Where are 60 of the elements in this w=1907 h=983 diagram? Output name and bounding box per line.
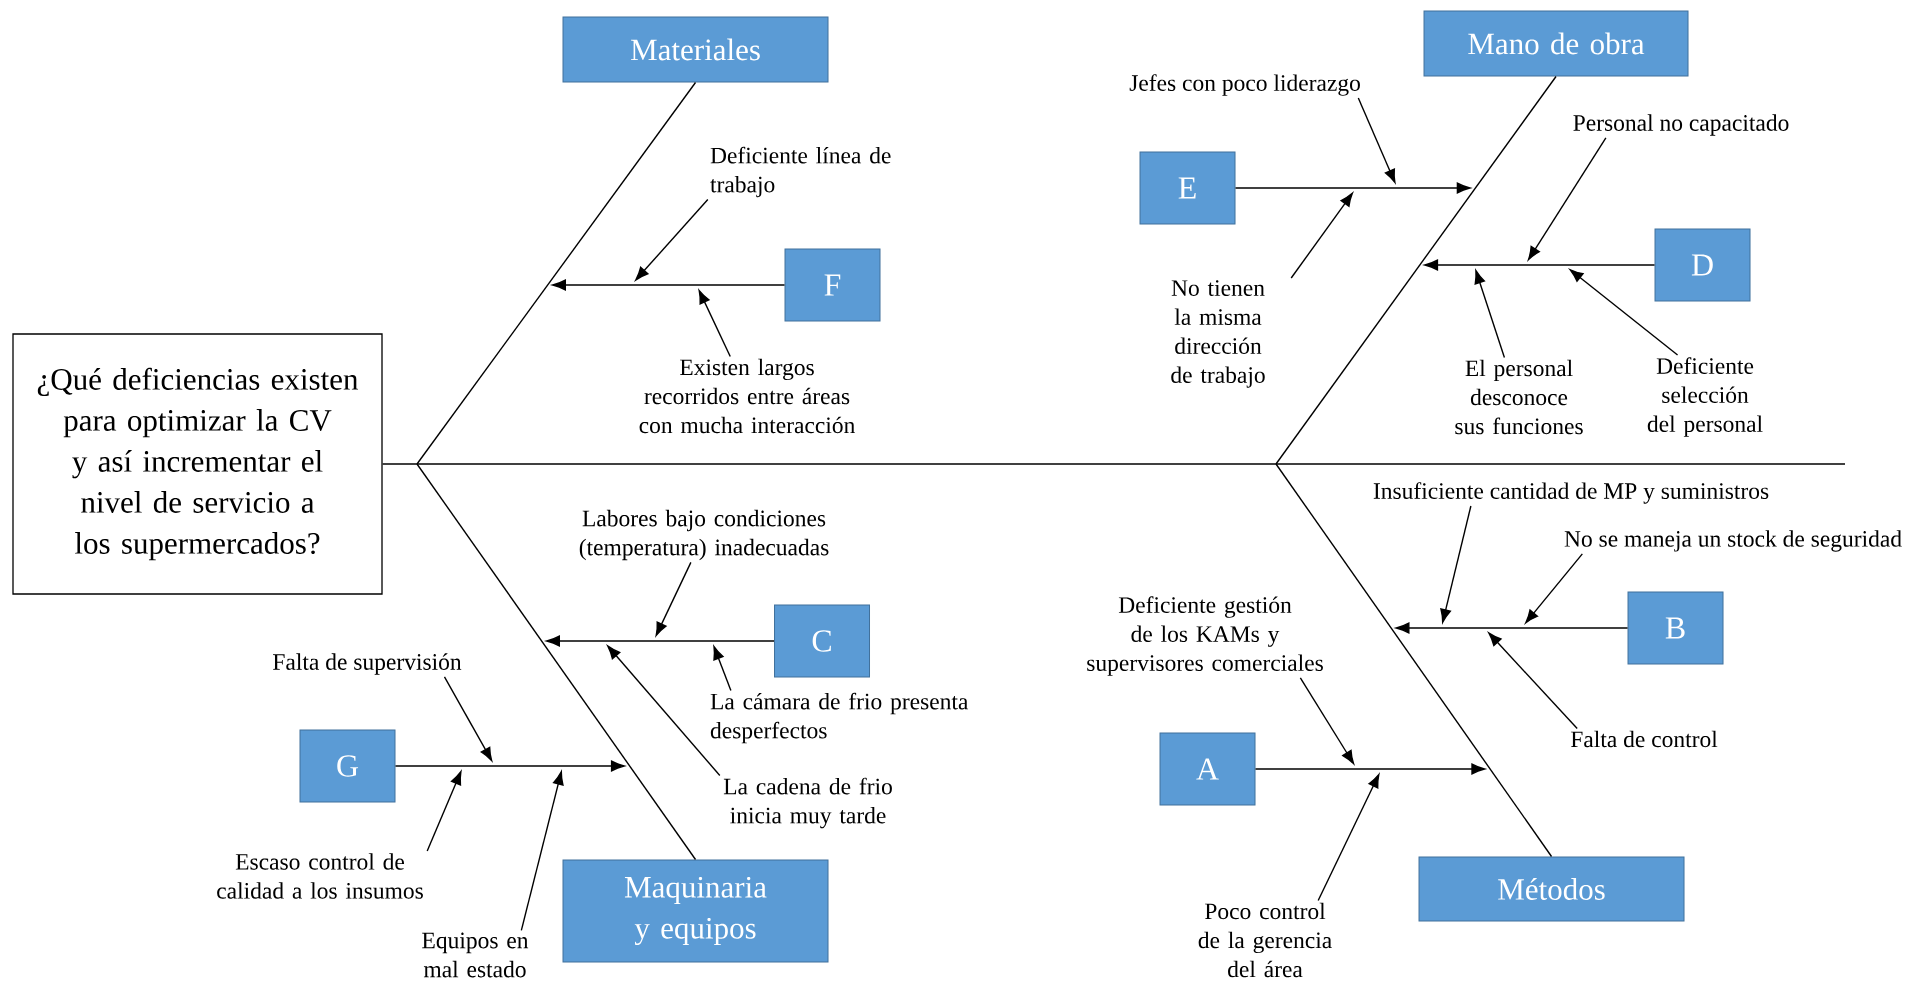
leader-arrow [426,770,462,852]
cause-label: Deficiente selección del personal [1647,357,1763,437]
bone-line [416,463,697,861]
leader-arrow [1525,553,1584,624]
cause-label: El personal desconoce sus funciones [1455,359,1583,435]
branch-arrow [1234,182,1471,194]
cause-label: No tienen la misma dirección de trabajo [1171,280,1265,388]
cause-label: Insuficiente cantidad de MP y suministros [1373,482,1769,504]
cause-label: Falta de supervisión [273,653,462,675]
category-box: Maquinaria y equipos [562,859,829,963]
leader-arrow [635,198,709,281]
cause-label: Labores bajo condiciones (temperatura) inadecuadas [579,509,829,561]
cause-box: A [1159,732,1256,806]
category-box: Mano de obra [1423,10,1689,77]
cause-label: Falta de control [1570,730,1718,748]
cause-label: Poco control de la gerencia del área [1198,902,1332,978]
leader-arrow [1299,677,1355,765]
cause-label: La cámara de frio presenta desperfectos [710,692,969,744]
leader-arrow [1569,269,1679,356]
leader-arrow [1474,270,1506,359]
cause-label: Personal no capacitado [1573,114,1789,136]
leader-arrow [520,771,564,932]
cause-label: Existen largos recorridos entre áreas con mucha interacción [639,358,855,434]
leader-arrow [1440,505,1472,623]
cause-box: B [1627,591,1724,665]
leader-arrow [1527,137,1607,261]
leader-arrow [713,646,732,692]
branch-arrow [1424,259,1656,271]
cause-label: Deficiente línea de trabajo [710,146,891,198]
branch-arrow [1395,622,1629,634]
branch-arrow [1254,763,1486,775]
cause-label: Equipos en mal estado [422,932,529,978]
branch-arrow [394,760,625,772]
leader-arrow [1357,97,1396,184]
leader-arrow [607,645,721,777]
category-box: Métodos [1418,856,1685,922]
cause-box: C [774,604,870,678]
leader-arrow [443,676,493,762]
spine-line [381,463,1846,465]
cause-box: D [1654,228,1751,302]
cause-label: Escaso control de calidad a los insumos [217,853,423,899]
cause-label: La cadena de frio inicia muy tarde [723,777,892,829]
bone-line [1275,463,1553,858]
problem-box: ¿Qué deficiencias existen para optimizar la CV y así incrementar el nivel de servicio a los supermercados? [12,333,383,595]
leader-arrow [698,289,731,358]
cause-label: No se maneja un stock de seguridad [1564,530,1902,552]
cause-box: E [1139,151,1236,225]
cause-box: F [784,248,881,322]
leader-arrow [1290,192,1354,279]
branch-arrow [552,279,786,291]
leader-arrow [655,561,692,637]
bone-line [416,81,697,465]
bone-line [1275,75,1557,465]
leader-arrow [1488,632,1578,730]
branch-arrow [546,635,775,647]
cause-box: G [299,729,396,803]
cause-label: Jefes con poco liderazgo [1129,74,1360,96]
cause-label: Deficiente gestión de los KAMs y supervisores comerciales [1087,596,1323,676]
leader-arrow [1317,773,1380,902]
category-box: Materiales [562,16,829,83]
